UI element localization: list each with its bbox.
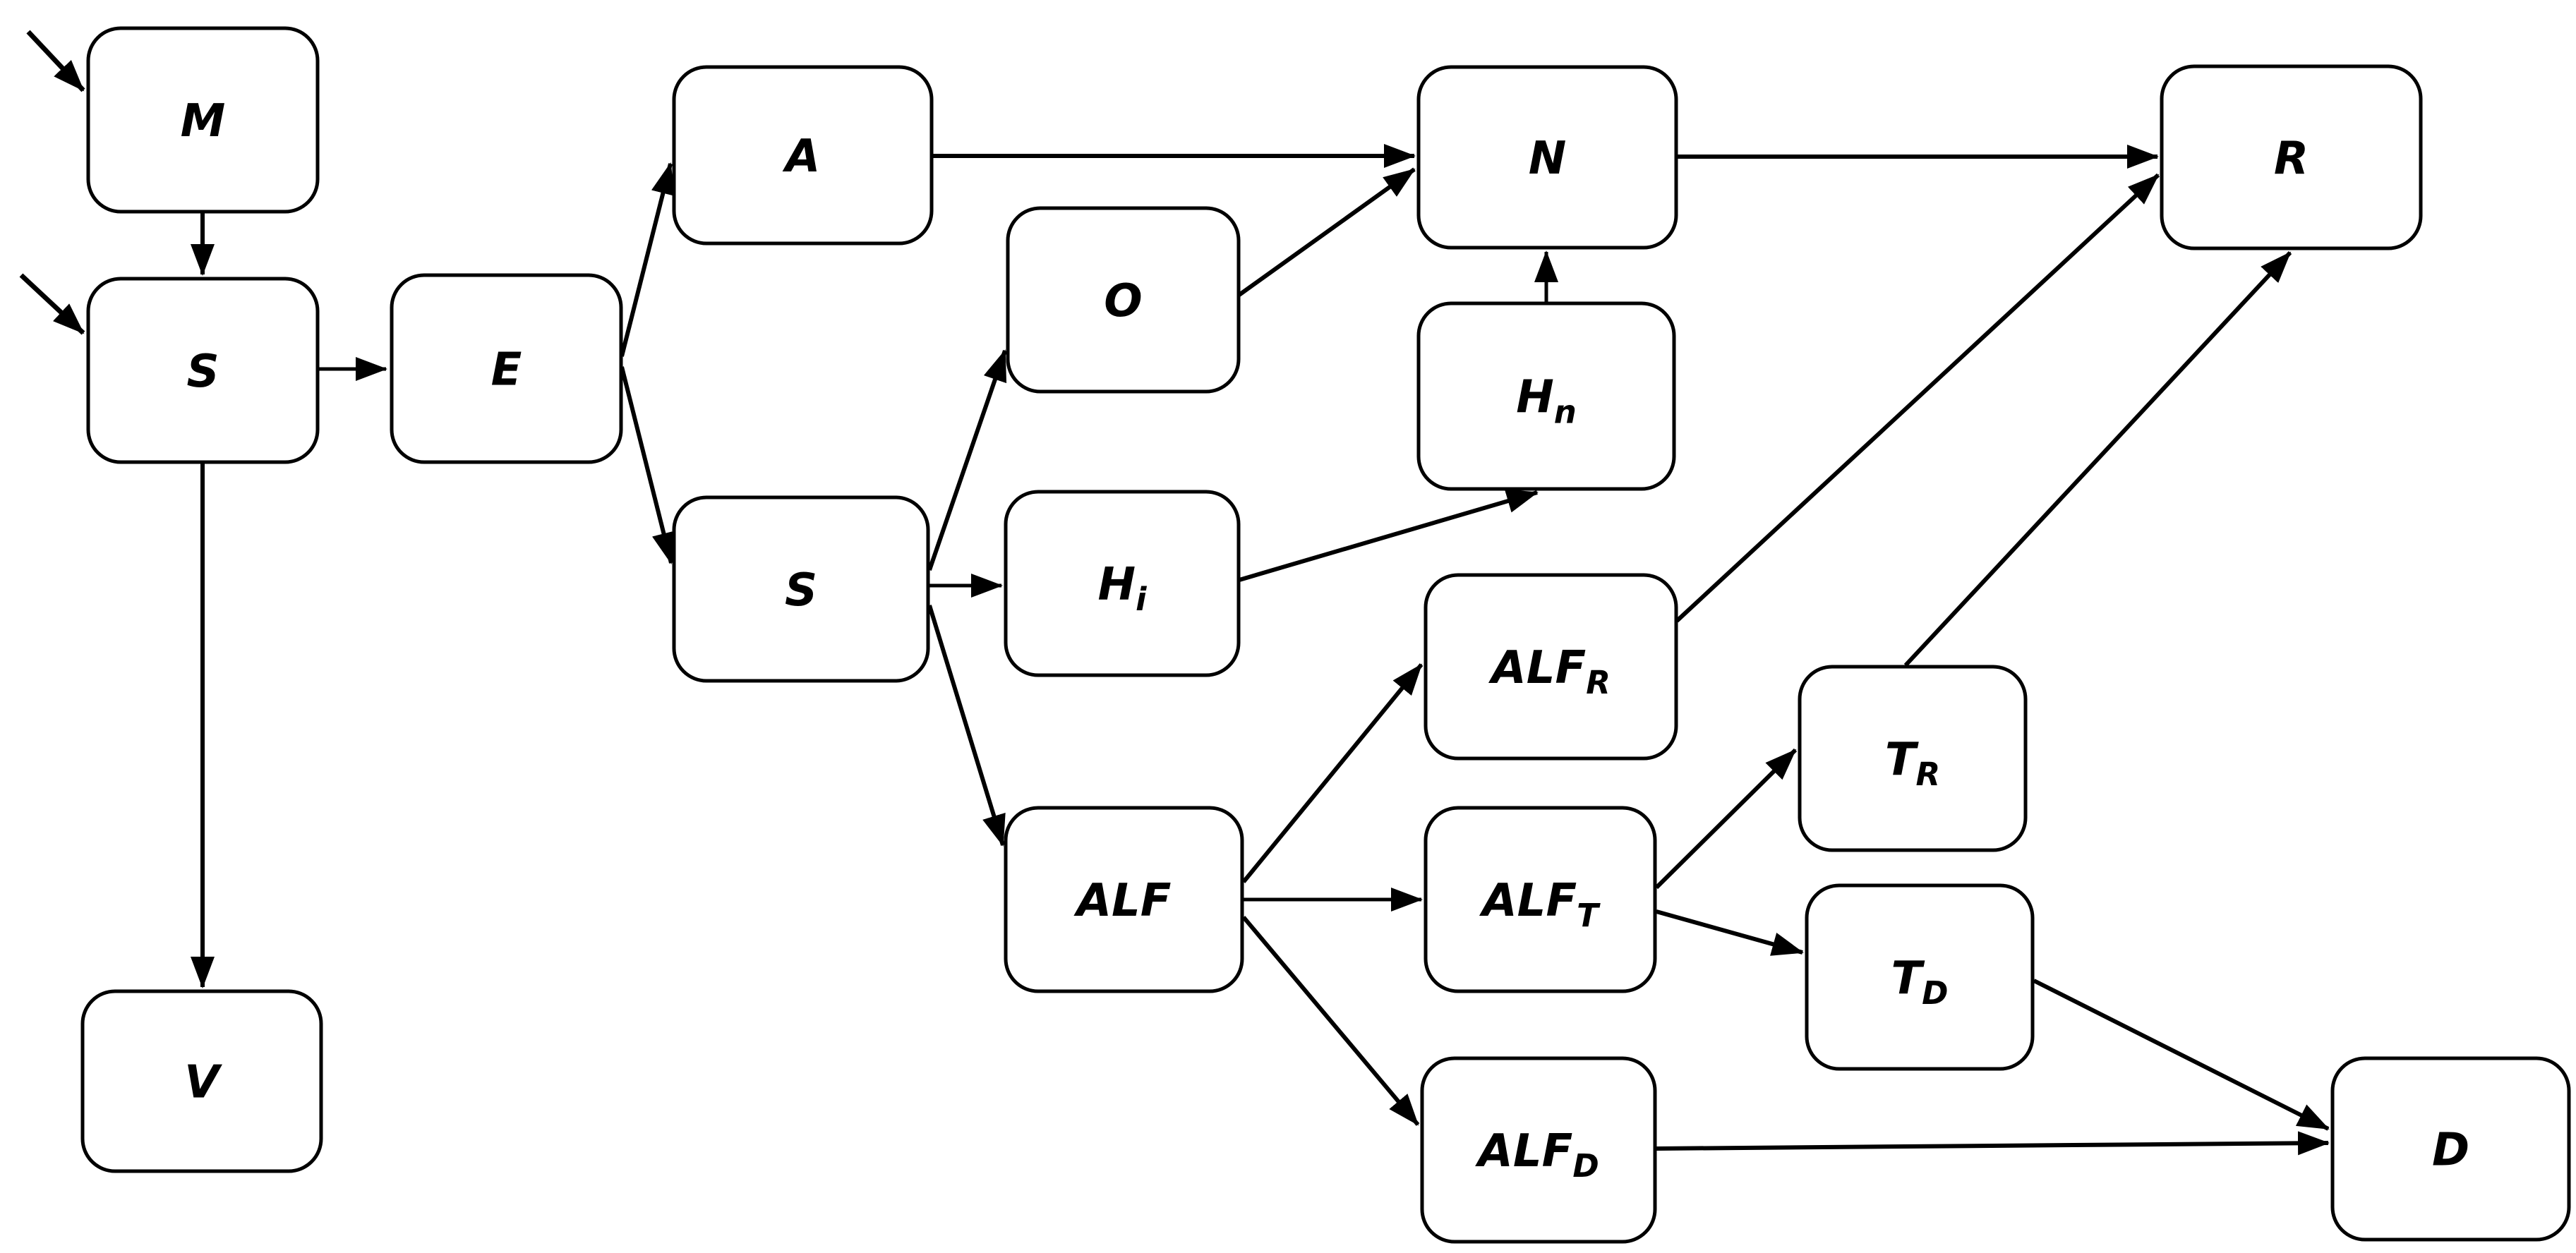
node-box-A (672, 65, 934, 246)
node-D: D (2330, 1056, 2571, 1242)
node-box-Hn (1416, 301, 1676, 491)
node-box-TD (1805, 883, 2035, 1071)
node-E: E (390, 273, 623, 464)
node-ALF: ALF (1004, 806, 1244, 993)
node-label-A: A (782, 131, 821, 183)
node-label-N: N (1529, 133, 1567, 185)
edge-ALF-ALFR (1241, 663, 1424, 883)
node-box-O (1006, 206, 1241, 394)
node-TD: TD (1805, 883, 2035, 1071)
node-M: M (86, 26, 320, 214)
node-box-ALFD (1420, 1056, 1657, 1244)
edge-ALFT-TD (1656, 909, 1804, 956)
node-Hi: Hi (1004, 490, 1241, 677)
node-label-S: S (186, 346, 219, 398)
node-label-Hi: Hi (1098, 559, 1148, 618)
edge-Hi-Hn (1239, 489, 1539, 582)
node-box-Hi (1004, 490, 1241, 677)
node-box-N (1416, 65, 1678, 250)
node-box-TR (1798, 665, 2028, 852)
edge-ALFT-TR (1654, 748, 1798, 890)
node-A: A (672, 65, 934, 246)
node-ALFR: ALFR (1424, 573, 1678, 761)
node-box-S2 (672, 495, 930, 683)
node-box-ALFR (1424, 573, 1678, 761)
node-label-O: O (1104, 275, 1142, 327)
node-label-ALF: ALF (1073, 875, 1171, 927)
node-Hn: Hn (1416, 301, 1676, 491)
node-box-R (2160, 64, 2423, 250)
node-box-V (80, 989, 323, 1173)
edge-E-A (620, 162, 675, 357)
edge-S2-ALF (927, 605, 1006, 847)
node-V: V (80, 989, 323, 1173)
edge-S2-O (927, 349, 1007, 571)
node-box-S (86, 277, 320, 464)
edge-E-S2 (620, 366, 675, 564)
node-label-M: M (181, 95, 226, 147)
node-box-ALFT (1424, 806, 1657, 993)
edge-external-S (19, 273, 85, 335)
node-label-ALFD: ALFD (1474, 1125, 1599, 1185)
node-label-R: R (2274, 133, 2309, 185)
node-label-V: V (184, 1057, 222, 1109)
node-ALFD: ALFD (1420, 1056, 1657, 1244)
node-S2: S (672, 495, 930, 683)
node-ALFT: ALFT (1424, 806, 1657, 993)
edge-ALFD-D (1656, 1131, 2330, 1156)
node-label-TD: TD (1891, 952, 1948, 1012)
edge-ALFR-R (1675, 173, 2160, 623)
node-box-E (390, 273, 623, 464)
edge-O-N (1236, 167, 1416, 298)
node-O: O (1006, 206, 1241, 394)
edge-external-M (26, 30, 85, 92)
edge-ALF-ALFD (1241, 916, 1420, 1126)
edge-TR-R (1903, 250, 2292, 667)
edge-TD-D (2033, 979, 2330, 1131)
node-label-Hn: Hn (1516, 372, 1577, 431)
node-S: S (86, 277, 320, 464)
node-R: R (2160, 64, 2423, 250)
node-label-E: E (491, 344, 522, 397)
node-label-ALFR: ALFR (1488, 642, 1611, 701)
node-box-M (86, 26, 320, 214)
node-box-D (2330, 1056, 2571, 1242)
node-label-D: D (2432, 1125, 2469, 1177)
node-label-TR: TR (1885, 734, 1940, 793)
node-box-ALF (1004, 806, 1244, 993)
node-label-ALFT: ALFT (1479, 875, 1601, 934)
node-N: N (1416, 65, 1678, 250)
node-label-S2: S (785, 564, 817, 617)
node-TR: TR (1798, 665, 2028, 852)
